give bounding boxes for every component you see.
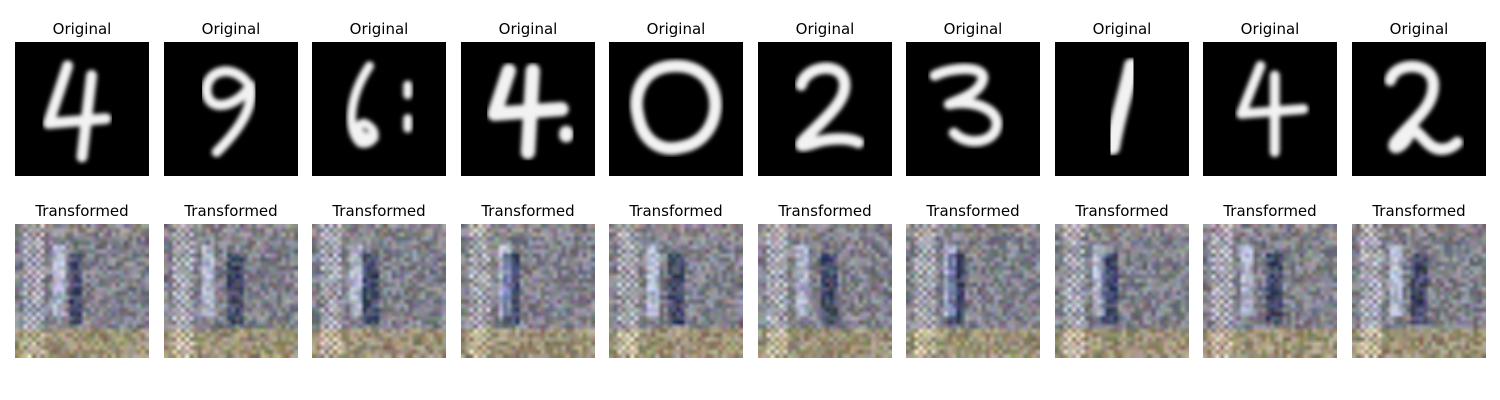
transformed-panel-title: Transformed [481, 202, 575, 220]
transformed-image [461, 224, 595, 358]
digit-stroke [76, 69, 98, 163]
transformed-image [15, 224, 149, 358]
digit-stroke [346, 61, 379, 148]
transformed-panel: Transformed [164, 0, 298, 400]
original-panel-title: Original [795, 20, 855, 38]
original-digit-image [15, 42, 149, 176]
transformed-panel-title: Transformed [35, 202, 129, 220]
digit-stroke [201, 66, 256, 158]
original-digit-image [312, 42, 446, 176]
original-panel: Original [1352, 0, 1486, 400]
transformed-panel-title: Transformed [1372, 202, 1466, 220]
original-panel: Original [609, 0, 743, 400]
digit-stroke [1384, 60, 1464, 155]
original-digit-image [758, 42, 892, 176]
original-panel-title: Original [498, 20, 558, 38]
transformed-panel: Transformed [1352, 0, 1486, 400]
original-panel-title: Original [1092, 20, 1152, 38]
digit-stroke [487, 63, 569, 121]
digit-stroke [1236, 60, 1309, 119]
original-digit-image [609, 42, 743, 176]
digit-stroke [630, 59, 722, 155]
transformed-image [758, 224, 892, 358]
original-panel: Original [906, 0, 1040, 400]
original-panel-title: Original [52, 20, 112, 38]
transformed-image [1203, 224, 1337, 358]
transformed-panel-title: Transformed [332, 202, 426, 220]
original-digit-image [1055, 42, 1189, 176]
transformed-image [906, 224, 1040, 358]
digit-stroke [1104, 58, 1140, 155]
transformed-panel: Transformed [1055, 0, 1189, 400]
digit-stroke [929, 63, 1003, 147]
transformed-panel: Transformed [312, 0, 446, 400]
transformed-panel: Transformed [461, 0, 595, 400]
digit-stroke [520, 63, 540, 160]
original-digit-image [906, 42, 1040, 176]
digit-stroke [795, 62, 865, 152]
original-digit-image [164, 42, 298, 176]
transformed-panel-title: Transformed [926, 202, 1020, 220]
original-panel-title: Original [646, 20, 706, 38]
transformed-panel-title: Transformed [1075, 202, 1169, 220]
transformed-panel: Transformed [15, 0, 149, 400]
transformed-panel: Transformed [1203, 0, 1337, 400]
original-panel: Original [1203, 0, 1337, 400]
original-panel: Original [164, 0, 298, 400]
transformed-panel: Transformed [758, 0, 892, 400]
original-panel-title: Original [1389, 20, 1449, 38]
transformed-image [312, 224, 446, 358]
transformed-image [1352, 224, 1486, 358]
original-panel-title: Original [201, 20, 261, 38]
transformed-panel-title: Transformed [629, 202, 723, 220]
original-panel: Original [15, 0, 149, 400]
original-digit-image [1203, 42, 1337, 176]
original-panel-title: Original [943, 20, 1003, 38]
transformed-image [609, 224, 743, 358]
transformed-panel: Transformed [906, 0, 1040, 400]
transformed-panel-title: Transformed [1223, 202, 1317, 220]
original-panel: Original [461, 0, 595, 400]
original-panel-title: Original [349, 20, 409, 38]
original-panel: Original [312, 0, 446, 400]
transformed-panel-title: Transformed [778, 202, 872, 220]
original-digit-image [1352, 42, 1486, 176]
transformed-image [1055, 224, 1189, 358]
transformed-panel: Transformed [609, 0, 743, 400]
original-panel-title: Original [1240, 20, 1300, 38]
original-digit-image [461, 42, 595, 176]
transformed-panel-title: Transformed [184, 202, 278, 220]
original-panel: Original [758, 0, 892, 400]
transformed-image [164, 224, 298, 358]
original-panel: Original [1055, 0, 1189, 400]
